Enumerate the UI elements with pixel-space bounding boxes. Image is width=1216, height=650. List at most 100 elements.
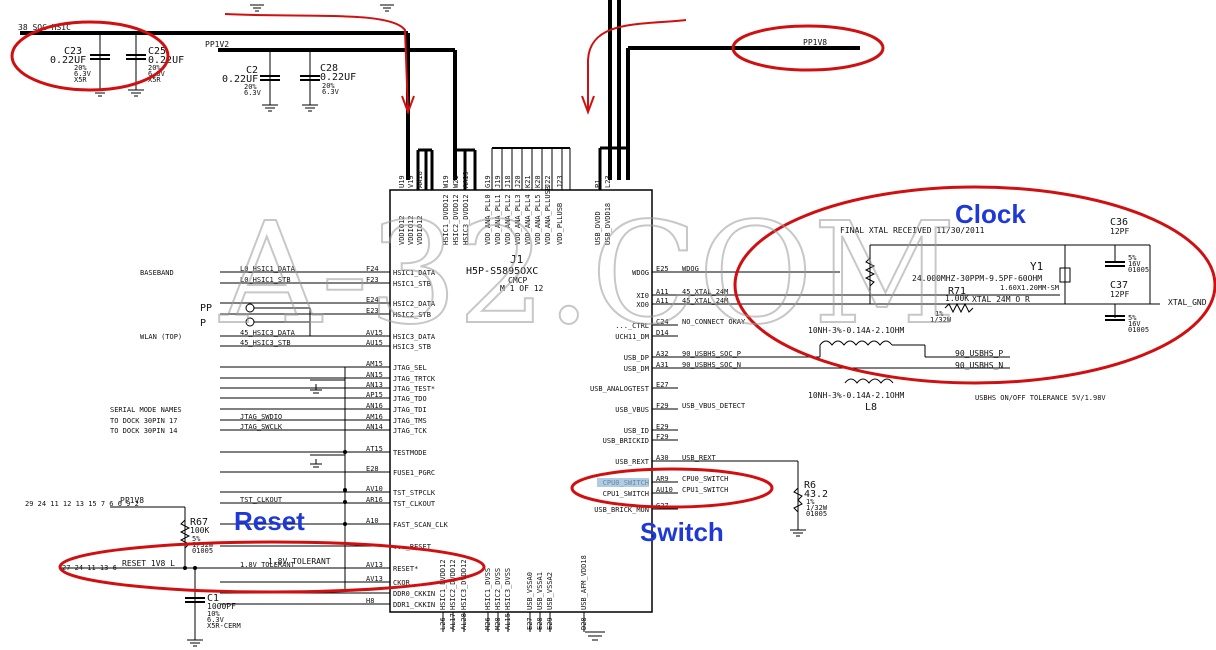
reset-annotation: Reset: [234, 506, 305, 536]
left-pin-ball: AT15: [366, 445, 383, 453]
pp1v8-label: PP1V8: [803, 38, 827, 47]
left-pin-name: JTAG_TRTCK: [393, 375, 436, 383]
top-pin-ball: AA18: [416, 171, 424, 188]
right-pin-name: WDOG: [632, 269, 649, 277]
highlight-reset: [58, 540, 486, 594]
c37-spec-3: 01005: [1128, 326, 1149, 334]
r6-spec-1: 1%: [806, 498, 815, 506]
left-side-label: WLAN (TOP): [140, 333, 182, 341]
left-pin-ball: E23: [366, 307, 379, 315]
right-pin-name: UCH11_DM: [615, 333, 649, 341]
right-pin-ball: C24: [656, 318, 669, 326]
c2-spec-2: 6.3V: [244, 89, 262, 97]
left-side-label: TO DOCK 30PIN 14: [110, 427, 177, 435]
c2-spec-1: 20%: [244, 83, 257, 91]
left-net-label: L0_HSIC1_DATA: [240, 265, 296, 273]
c25-ref: C25: [148, 46, 166, 57]
c1-value: 1000PF: [207, 602, 236, 611]
top-pin-ball: J18: [504, 175, 512, 188]
c36-spec-1: 5%: [1128, 254, 1137, 262]
xtal-gnd-label: XTAL_GND: [1168, 298, 1207, 307]
left-pin-name: JTAG_TEST*: [393, 385, 435, 393]
c37-ref: C37: [1110, 280, 1128, 291]
left-pin-ball: E28: [366, 465, 379, 473]
watermark: A-32.COM: [219, 193, 956, 356]
right-pin-name: USB_DM: [624, 365, 649, 373]
top-pin-ball: W19: [442, 175, 450, 188]
left-pin-name: HSIC1_DATA: [393, 269, 436, 277]
left-net-label: TST_CLKOUT: [240, 496, 283, 504]
c23-spec-1: 20%: [74, 64, 87, 72]
highlight-clock: [733, 185, 1216, 385]
c37-spec-2: 16V: [1128, 320, 1141, 328]
left-pin-name: TESTMODE: [393, 449, 427, 457]
chip-bottom-pins: HSIC1_DVDD12L26HSIC2_DVDD12AL17HSIC3_DVD…: [439, 555, 605, 641]
left-pin-ball: AU15: [366, 339, 383, 347]
left-side-label: BASEBAND: [140, 269, 174, 277]
left-pin-name: TST_CLKOUT: [393, 500, 436, 508]
chip-variant: CMCP: [508, 276, 527, 285]
left-pin-ball: AV10: [366, 485, 383, 493]
c23-spec-2: 6.3V: [74, 70, 92, 78]
chip-left-pins: HSIC1_DATAF24L0_HSIC1_DATABASEBANDHSIC1_…: [110, 265, 449, 609]
top-pin-name: VDD_ANA_PLL2: [504, 194, 512, 245]
pp1v2-rail: PP1V2 C2 0.22UF 20% 6.3V C28 0.22UF 20% …: [205, 40, 457, 180]
bottom-pin-ball: E27: [526, 617, 534, 630]
right-pin-name: ..._CTRL: [615, 322, 649, 330]
right-pin-ball: A31: [656, 361, 669, 369]
left-side-label: SERIAL MODE NAMES: [110, 406, 182, 414]
pp1v2-label: PP1V2: [205, 40, 229, 49]
bottom-pin-name: HSIC1_DVDD12: [439, 559, 447, 610]
left-pin-name: HSIC3_STB: [393, 343, 431, 351]
top-pin-name: USB_DVDD: [594, 211, 602, 245]
bottom-pin-ball: E28: [536, 617, 544, 630]
c28-spec-2: 6.3V: [322, 88, 340, 96]
bottom-pin-name: HSIC1_DVSS: [484, 568, 492, 610]
bottom-pin-name: HSIC3_DVSS: [504, 568, 512, 610]
r67-spec-2: 1/32W: [192, 541, 214, 549]
right-net-label: NO_CONNECT OKAY: [682, 318, 746, 326]
left-pin-name: RESET*: [393, 565, 418, 573]
left-pin-name: HSIC2_DATA: [393, 300, 436, 308]
top-pin-ball: AA19: [462, 171, 470, 188]
left-pin-ball: AN15: [366, 371, 383, 379]
left-pin-ball: F23: [366, 276, 379, 284]
chip-j1: J1 H5P-S5895OXC CMCP M 1 OF 12: [389, 189, 653, 613]
top-pin-name: VDD_PLLUSB: [556, 203, 564, 245]
top-pin-name: USB_DVDD18: [604, 203, 612, 245]
top-pin-name: HSIC1_DVDD12: [442, 194, 450, 245]
top-pin-ball: V19: [407, 175, 415, 188]
l8-ref: L8: [865, 402, 877, 413]
c1-spec-2: 6.3V: [207, 616, 225, 624]
right-pin-name: CPU1_SWITCH: [603, 490, 649, 498]
right-pin-ball: A11: [656, 297, 669, 305]
right-net-label: 45_XTAL_24M: [682, 288, 728, 296]
top-pin-name: HSIC3_DVDD12: [462, 194, 470, 245]
c28-ref: C28: [320, 63, 338, 74]
bottom-pin-ball: E29: [546, 617, 554, 630]
top-pin-name: VDDIO12: [416, 215, 424, 245]
c36-ref: C36: [1110, 217, 1128, 228]
left-pin-name: JTAG_TMS: [393, 417, 427, 425]
bottom-pin-name: HSIC3_DVDD12: [460, 559, 468, 610]
highlight-caps-left: [10, 20, 170, 92]
left-pin-name: DDR1_CKKIN: [393, 601, 435, 609]
r6-value: 43.2: [804, 489, 828, 500]
right-pin-ball: E25: [656, 265, 669, 273]
r6-spec-2: 1/32W: [806, 504, 828, 512]
highlight-pp1v8: [731, 24, 885, 72]
c37-value: 12PF: [1110, 290, 1129, 299]
final-xtal-note: FINAL XTAL RECEIVED 11/30/2011: [840, 226, 985, 235]
left-pin-name: HSIC1_STB: [393, 280, 431, 288]
bottom-pin-ball: D28: [580, 617, 588, 630]
top-pin-ball: J19: [494, 175, 502, 188]
c28-value: 0.22UF: [320, 72, 356, 83]
top-pin-name: VDDIO12: [398, 215, 406, 245]
left-pin-name: HSIC2_STB: [393, 311, 431, 319]
right-net-label: WDOG: [682, 265, 699, 273]
right-pin-name: USB_VBUS: [615, 406, 649, 414]
right-pin-ball: E27: [656, 381, 669, 389]
r67-value: 100K: [190, 526, 209, 535]
bottom-pin-name: USB_VSSA0: [526, 572, 534, 610]
